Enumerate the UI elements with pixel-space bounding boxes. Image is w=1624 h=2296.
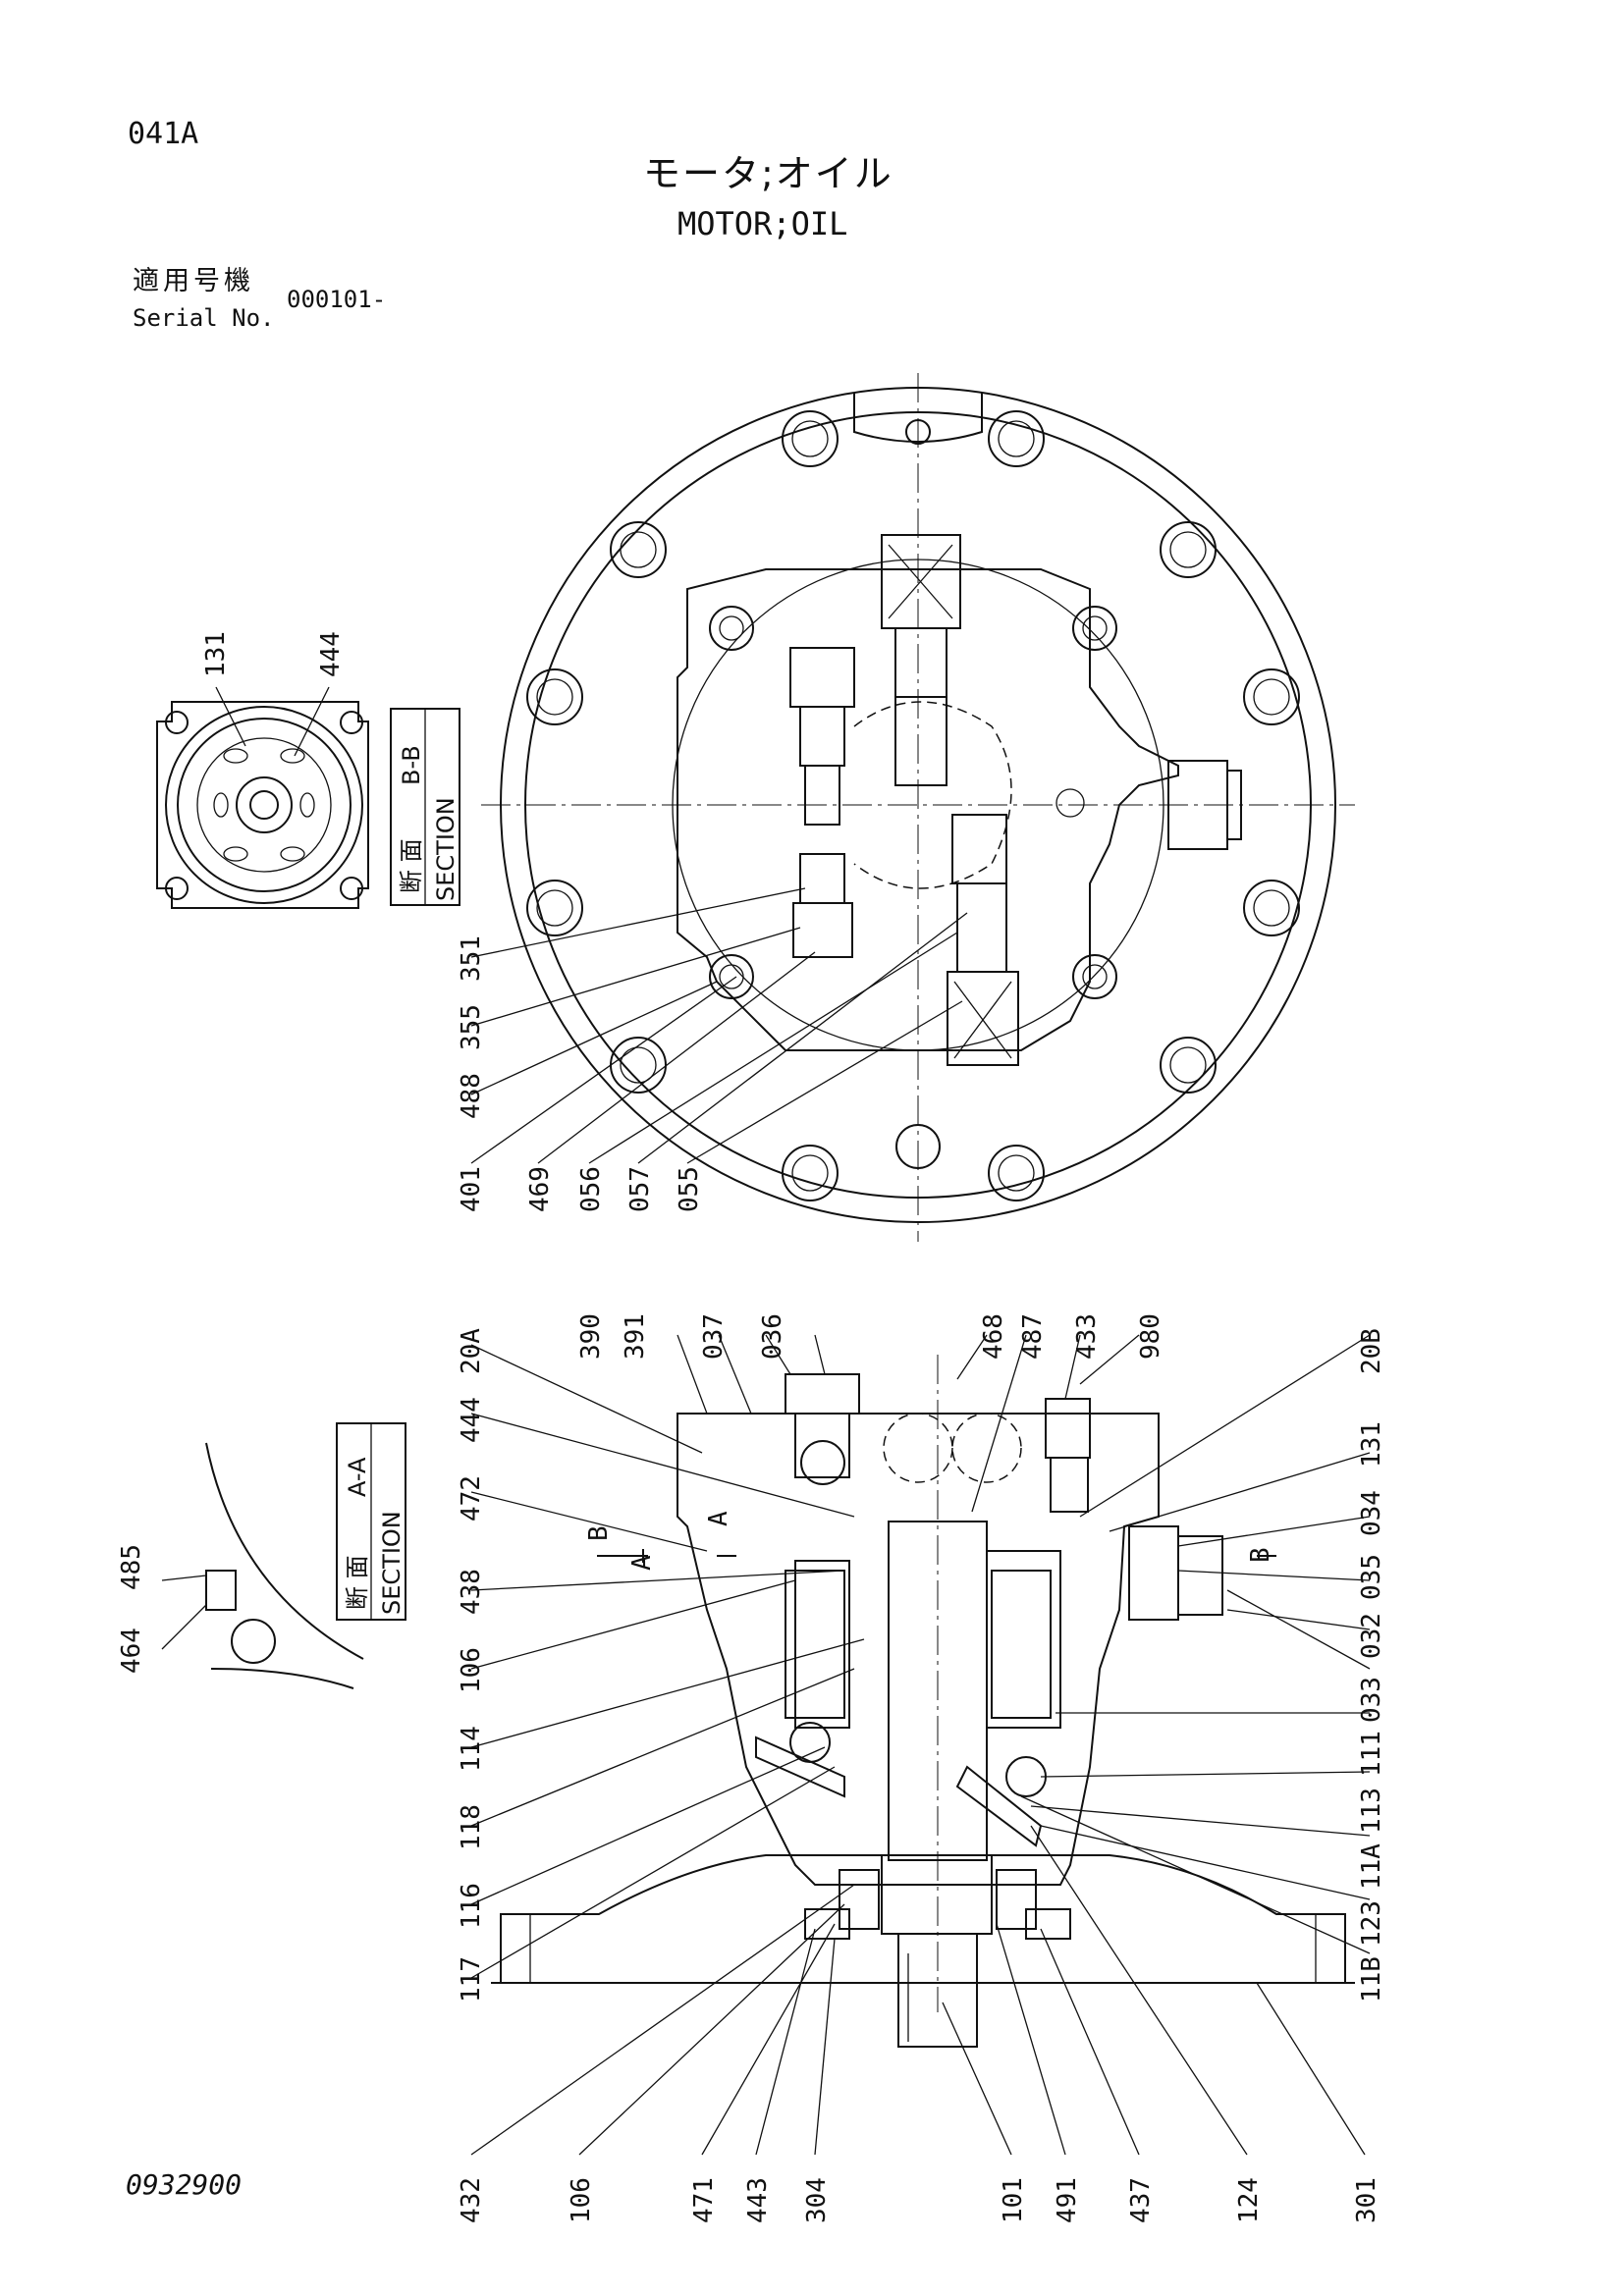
part-label-032: 032 <box>1357 1613 1386 1659</box>
section-marker-b-right: B <box>1246 1547 1275 1563</box>
part-label-035: 035 <box>1357 1554 1386 1600</box>
part-label-351: 351 <box>457 935 486 982</box>
part-label-391: 391 <box>621 1313 650 1360</box>
part-label-355: 355 <box>457 1004 486 1050</box>
section-bb-section-word: SECTION <box>432 797 460 901</box>
part-label-433: 433 <box>1072 1313 1102 1360</box>
page-title-english: MOTOR;OIL <box>677 205 848 242</box>
part-label-106-bottom: 106 <box>567 2177 596 2223</box>
part-label-401: 401 <box>457 1166 486 1212</box>
part-label-438: 438 <box>457 1569 486 1615</box>
serial-label-english: Serial No. <box>133 304 275 332</box>
part-label-487: 487 <box>1018 1313 1048 1360</box>
part-label-471: 471 <box>689 2177 719 2223</box>
section-aa-id: A-A <box>344 1457 371 1497</box>
part-label-437: 437 <box>1126 2177 1156 2223</box>
part-label-390: 390 <box>576 1313 606 1360</box>
part-label-111: 111 <box>1357 1731 1386 1777</box>
page-code: 041A <box>128 117 199 151</box>
section-bb-kanji: 断 面 <box>398 838 425 893</box>
part-label-468: 468 <box>979 1313 1008 1360</box>
part-label-20B: 20B <box>1357 1328 1386 1374</box>
part-label-20A: 20A <box>457 1328 486 1374</box>
part-label-464: 464 <box>117 1628 146 1674</box>
part-label-301: 301 <box>1352 2177 1381 2223</box>
part-label-057: 057 <box>625 1166 655 1212</box>
part-label-469: 469 <box>525 1166 555 1212</box>
section-marker-a-top: A <box>704 1511 733 1526</box>
section-bb-id: B-B <box>398 745 425 785</box>
part-label-055: 055 <box>675 1166 704 1212</box>
part-label-11B: 11B <box>1357 1956 1386 2002</box>
part-label-123: 123 <box>1357 1900 1386 1947</box>
part-label-472: 472 <box>457 1475 486 1522</box>
part-label-124: 124 <box>1234 2177 1264 2223</box>
part-label-491: 491 <box>1053 2177 1082 2223</box>
part-label-980: 980 <box>1136 1313 1165 1360</box>
part-label-117: 117 <box>457 1956 486 2002</box>
serial-number-value: 000101- <box>287 286 387 313</box>
part-label-056: 056 <box>576 1166 606 1212</box>
part-label-101: 101 <box>999 2177 1028 2223</box>
section-marker-b-left: B <box>584 1525 614 1541</box>
part-label-118: 118 <box>457 1804 486 1850</box>
part-label-432: 432 <box>457 2177 486 2223</box>
part-label-304: 304 <box>802 2177 832 2223</box>
part-label-488: 488 <box>457 1073 486 1119</box>
part-label-11A: 11A <box>1357 1843 1386 1890</box>
part-label-131: 131 <box>1357 1421 1386 1468</box>
part-label-444-bb: 444 <box>316 631 346 677</box>
part-label-033: 033 <box>1357 1677 1386 1723</box>
section-bb-label-box: 断 面 SECTION B-B <box>390 708 460 906</box>
section-bb-view <box>156 686 369 909</box>
part-label-116: 116 <box>457 1883 486 1929</box>
page-title-japanese: モータ;オイル <box>643 152 893 195</box>
section-aa-section-word: SECTION <box>378 1511 406 1615</box>
part-label-037: 037 <box>699 1313 729 1360</box>
section-aa-view: B A A B <box>470 1334 1371 2156</box>
detail-view <box>161 1442 364 1689</box>
top-view <box>470 373 1355 1242</box>
part-label-036: 036 <box>758 1313 787 1360</box>
part-label-106-left: 106 <box>457 1647 486 1693</box>
part-label-113: 113 <box>1357 1788 1386 1834</box>
part-label-443: 443 <box>743 2177 773 2223</box>
part-label-114: 114 <box>457 1726 486 1772</box>
section-aa-kanji: 断 面 <box>344 1555 371 1610</box>
part-label-444: 444 <box>457 1397 486 1443</box>
section-marker-a-left: A <box>627 1555 657 1571</box>
part-label-034: 034 <box>1357 1490 1386 1536</box>
part-label-485: 485 <box>117 1544 146 1590</box>
document-number: 0932900 <box>126 2168 243 2201</box>
bolt-holes <box>526 410 1300 1201</box>
serial-label-japanese: 適用号機 <box>133 266 254 296</box>
part-label-131-bb: 131 <box>201 631 231 677</box>
section-aa-label-box: 断 面 SECTION A-A <box>336 1422 406 1621</box>
